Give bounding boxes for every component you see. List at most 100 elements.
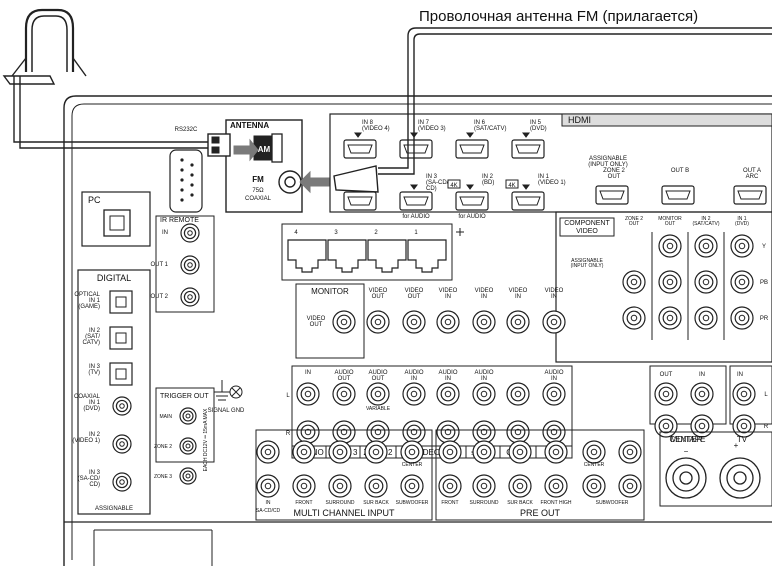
audio-header: IN <box>411 376 417 382</box>
digital-title: DIGITAL <box>97 273 131 283</box>
component-jack-pin <box>630 314 638 322</box>
badge-4k: 4K <box>450 183 457 189</box>
component-column-label: IN 1 <box>737 216 746 222</box>
optical-label: IN 1 <box>89 298 101 304</box>
multi-channel-title: MULTI CHANNEL INPUT <box>293 508 395 518</box>
hdmi-input-top-slot <box>403 144 429 154</box>
hdmi-input-label: (BD) <box>482 180 494 186</box>
preout-jack-bottom-pin <box>552 482 560 490</box>
audio-header: IN <box>445 376 451 382</box>
coaxial-label: IN 1 <box>89 400 101 406</box>
fm-label: FM <box>252 175 264 184</box>
hdmi-input-label: IN 1 <box>538 174 550 180</box>
audio-jack-l-pin <box>514 390 522 398</box>
coaxial-label: IN 2 <box>89 432 101 438</box>
speaker-terminal-core <box>733 471 747 485</box>
optical-jack-shutter <box>115 332 127 344</box>
video-header: IN <box>551 294 557 300</box>
hdmi-input-top <box>511 139 545 159</box>
coaxial-label: CD) <box>89 482 100 488</box>
hdmi-input-label: IN 2 <box>482 174 494 180</box>
hdmi-input-top <box>455 139 489 159</box>
fm-arrow <box>299 170 331 194</box>
optical-jack-shutter <box>115 296 127 308</box>
ir-remote-port-label: OUT 2 <box>150 294 168 300</box>
optical-label: (TV) <box>88 370 100 376</box>
video-header: IN <box>515 294 521 300</box>
component-assignable: ASSIGNABLE <box>571 258 603 264</box>
audio-jack-r-pin <box>340 428 348 436</box>
coaxial-label: (VIDEO 1) <box>72 438 100 444</box>
preout-jack-top-pin <box>552 448 560 456</box>
hdmi-input-bottom <box>511 191 545 211</box>
preout-jack-bottom-pin <box>626 482 634 490</box>
component-jack-pin <box>666 242 674 250</box>
hdmi-assignable-label: (INPUT ONLY) <box>588 162 627 168</box>
optical-label: (GAME) <box>78 304 100 310</box>
rs232c-pin <box>190 193 194 197</box>
ir-remote-port-label: OUT 1 <box>150 262 168 268</box>
component-row-label: PB <box>760 280 768 286</box>
fm-wire-2 <box>378 33 772 175</box>
rs232c-pin <box>190 183 194 187</box>
component-jack-pin <box>738 242 746 250</box>
preout-jack-top-pin <box>480 448 488 456</box>
hdmi-marker-icon <box>354 132 362 138</box>
hdmi-input-bottom-slot <box>403 196 429 206</box>
audio-jack-l-pin <box>410 390 418 398</box>
chassis-outline <box>63 95 772 566</box>
for-audio-label: for AUDIO <box>458 214 486 220</box>
audio-jack-l-pin <box>374 390 382 398</box>
pre-out-label: SUR BACK <box>507 500 533 506</box>
hdmi-input-label: CD) <box>426 186 437 192</box>
speaker-terminal-core <box>679 471 693 485</box>
trigger-note: EACH DC12V ═ 15mA MAX <box>203 408 209 471</box>
audio-header: OUT <box>372 376 385 382</box>
component-panel <box>555 211 772 363</box>
coaxial-jack-pin <box>119 479 125 485</box>
video-header: VIDEO <box>475 288 494 294</box>
am-cable-2 <box>19 76 210 149</box>
multi-channel-label: FRONT <box>295 500 312 506</box>
optical-label: IN 2 <box>89 328 101 334</box>
component-jack-pin <box>666 278 674 286</box>
hdmi-input-bottom-slot <box>459 196 485 206</box>
hdmi-input-top-slot <box>459 144 485 154</box>
ir-remote-jack-pin <box>187 230 193 236</box>
hdmi-input-label: (VIDEO 3) <box>418 126 446 132</box>
mdtape-jack-r-pin <box>698 422 706 430</box>
hdmi-input-bottom-slot <box>515 196 541 206</box>
video-header: OUT <box>408 294 421 300</box>
preout-jack-top-pin <box>516 448 524 456</box>
ir-remote-jack-pin <box>187 262 193 268</box>
rs232c-label: RS232C <box>175 127 198 133</box>
hdmi-output-label: OUT B <box>671 168 689 174</box>
multi-jack-bottom-pin <box>264 482 272 490</box>
badge-4k-box <box>505 179 519 189</box>
video-jack-pin <box>374 318 382 326</box>
audio-l-label: L <box>286 393 290 399</box>
hdmi-input-top-slot <box>347 144 373 154</box>
pre-out-box <box>435 429 645 521</box>
hdmi-input-top <box>343 139 377 159</box>
audio-header: AUDIO <box>334 370 353 376</box>
preout-jack-top-pin <box>590 448 598 456</box>
pc-box <box>81 191 151 247</box>
badge-4k-box <box>447 179 461 189</box>
audio-header: OUT <box>338 376 351 382</box>
multi-jack-top-pin <box>372 448 380 456</box>
pre-out-label: SURROUND <box>470 500 499 506</box>
preout-jack-bottom-pin <box>446 482 454 490</box>
fm-connector-pin <box>284 176 296 188</box>
lan-port <box>407 239 447 273</box>
component-row-label: Y <box>762 244 766 250</box>
monitor-video-out-jack-pin <box>340 318 348 326</box>
audio-r-label: R <box>286 431 291 437</box>
preout-jack-top-pin <box>446 448 454 456</box>
component-jack-pin <box>738 278 746 286</box>
tv-title: TV <box>737 435 748 444</box>
hdmi-input-top <box>399 139 433 159</box>
component-jack-pin <box>738 314 746 322</box>
optical-label: OPTICAL <box>74 292 100 298</box>
